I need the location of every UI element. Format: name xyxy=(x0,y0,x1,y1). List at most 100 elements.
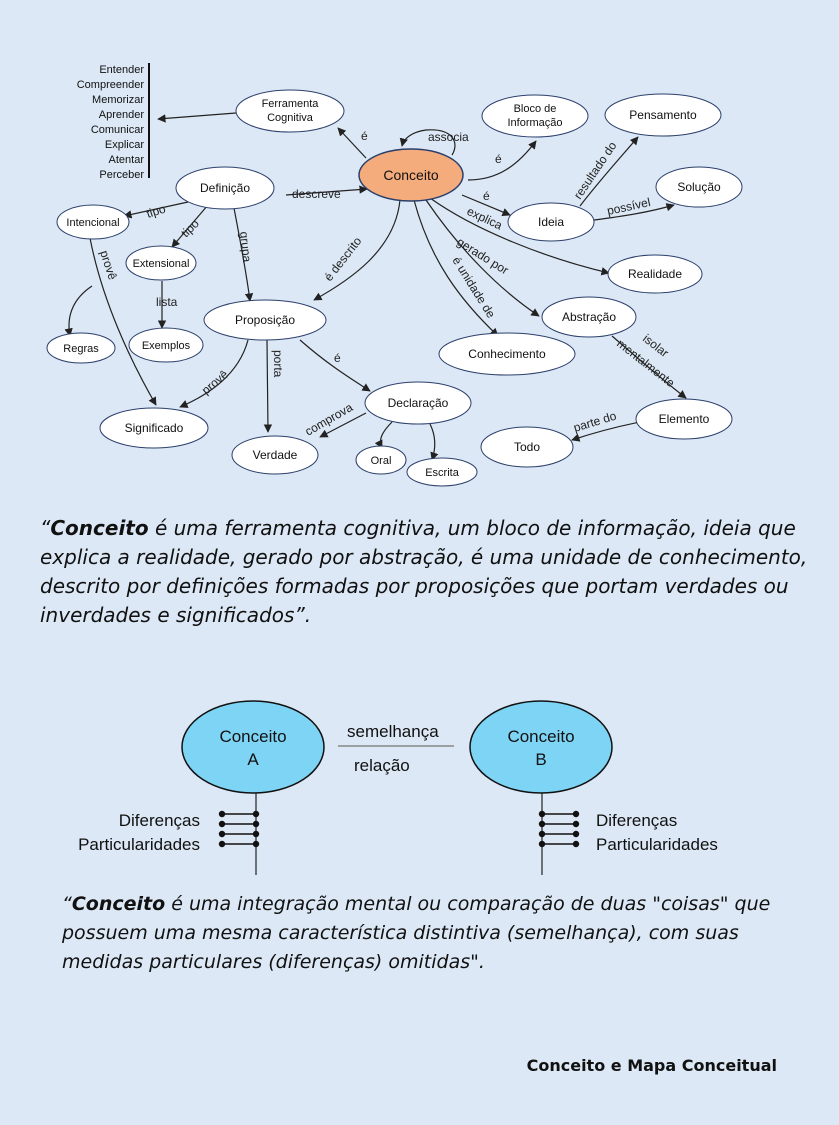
right-ticks xyxy=(542,813,576,845)
quote-open: “ xyxy=(40,516,51,540)
edge-label: é descrito xyxy=(321,234,364,284)
node-oral: Oral xyxy=(355,445,407,475)
svg-text:Definição: Definição xyxy=(200,181,250,195)
node-verdade: Verdade xyxy=(231,435,319,475)
node-solucao: Solução xyxy=(655,166,743,208)
svg-text:Abstração: Abstração xyxy=(562,310,616,324)
edge-ideia-pensamento xyxy=(579,136,639,207)
node-elemento: Elemento xyxy=(635,398,733,440)
node-significado: Significado xyxy=(99,407,209,449)
svg-text:Escrita: Escrita xyxy=(425,467,460,479)
node-ideia: Ideia xyxy=(507,202,595,242)
verb-item: Perceber xyxy=(99,169,144,181)
verbs-list: Entender Compreender Memorizar Aprender … xyxy=(77,63,150,181)
svg-text:Conceito: Conceito xyxy=(383,167,438,183)
svg-text:Intencional: Intencional xyxy=(66,217,119,229)
node-definicao: Definição xyxy=(175,166,275,210)
node-proposicao: Proposição xyxy=(203,299,327,341)
edge-conceito-ferramenta xyxy=(337,127,367,159)
edges xyxy=(64,112,687,461)
verb-item: Entender xyxy=(99,64,144,76)
edge-conceito-ideia xyxy=(461,194,511,216)
right-diff-2: Particularidades xyxy=(596,835,718,854)
svg-text:Significado: Significado xyxy=(125,421,184,435)
svg-text:Conceito: Conceito xyxy=(507,727,574,746)
edge-definicao-extensional xyxy=(171,204,209,248)
node-realidade: Realidade xyxy=(607,254,703,294)
svg-text:Ferramenta: Ferramenta xyxy=(262,98,320,110)
semelhanca-label: semelhança xyxy=(347,722,439,741)
quote-definition-1: “Conceito é uma ferramenta cognitiva, um… xyxy=(40,514,810,630)
svg-text:Conhecimento: Conhecimento xyxy=(468,347,546,361)
svg-text:Oral: Oral xyxy=(371,455,392,467)
quote-open: “ xyxy=(62,893,72,915)
edge-label: explica xyxy=(465,204,505,233)
verb-item: Compreender xyxy=(77,79,145,91)
node-conhecimento: Conhecimento xyxy=(438,332,576,376)
edge-conceito-proposicao xyxy=(313,199,401,301)
edge-conceito-bloco xyxy=(467,140,537,181)
node-regras: Regras xyxy=(46,332,116,364)
edge-label: parte do xyxy=(572,409,619,435)
edge-label: associa xyxy=(428,130,469,144)
edge-label: resultado do xyxy=(571,139,620,202)
node-exemplos: Exemplos xyxy=(128,327,204,363)
quote-text: é uma ferramenta cognitiva, um bloco de … xyxy=(40,516,808,627)
edge-elemento-todo xyxy=(571,421,641,442)
svg-text:Regras: Regras xyxy=(63,343,99,355)
svg-text:Proposição: Proposição xyxy=(235,313,295,327)
svg-text:Cognitiva: Cognitiva xyxy=(267,112,314,124)
svg-text:Todo: Todo xyxy=(514,440,540,454)
verb-item: Explicar xyxy=(105,139,144,151)
edge-label: provê xyxy=(97,249,120,282)
edge-conceito-realidade xyxy=(429,197,610,276)
quote-keyword: Conceito xyxy=(50,516,149,540)
node-declaracao: Declaração xyxy=(364,381,472,425)
svg-text:Declaração: Declaração xyxy=(388,396,449,410)
svg-text:Realidade: Realidade xyxy=(628,267,682,281)
verb-item: Comunicar xyxy=(91,124,145,136)
edge-associa-loop xyxy=(399,129,456,156)
left-diff-1: Diferenças xyxy=(119,811,200,830)
svg-text:Ideia: Ideia xyxy=(538,215,564,229)
svg-text:Informação: Informação xyxy=(507,117,562,129)
svg-text:Bloco de: Bloco de xyxy=(514,103,557,115)
edge-label: é xyxy=(361,129,368,143)
edge-proposicao-verdade xyxy=(263,339,273,433)
node-abstracao: Abstração xyxy=(541,296,637,338)
edge-ferramenta-verbs xyxy=(157,112,237,123)
node-intencional: Intencional xyxy=(56,204,130,240)
svg-text:Extensional: Extensional xyxy=(133,258,190,270)
edge-label: porta xyxy=(271,350,285,378)
svg-text:Pensamento: Pensamento xyxy=(629,108,697,122)
edge-declaracao-verdade xyxy=(319,412,367,438)
verb-item: Atentar xyxy=(109,154,145,166)
edge-intencional-regras xyxy=(64,285,93,337)
edge-declaracao-oral xyxy=(374,421,393,449)
node-escrita: Escrita xyxy=(406,457,478,487)
edge-intencional-significado xyxy=(89,237,157,406)
right-diff-1: Diferenças xyxy=(596,811,677,830)
node-extensional: Extensional xyxy=(125,245,197,281)
quote-definition-2: “Conceito é uma integração mental ou com… xyxy=(62,890,802,977)
concept-a-circle: Conceito A xyxy=(181,700,325,794)
edge-label: lista xyxy=(156,295,178,309)
comparison-diagram: Conceito A Conceito B semelhança relação… xyxy=(78,700,718,875)
relacao-label: relação xyxy=(354,756,410,775)
edge-label: é xyxy=(483,189,490,203)
edge-abstracao-elemento xyxy=(611,335,687,399)
svg-text:Elemento: Elemento xyxy=(659,412,710,426)
edge-label: grupa xyxy=(237,231,254,263)
edge-label: tipo xyxy=(145,201,168,220)
node-pensamento: Pensamento xyxy=(604,93,722,137)
edge-label: é xyxy=(495,152,502,166)
svg-text:Exemplos: Exemplos xyxy=(142,340,191,352)
svg-text:Verdade: Verdade xyxy=(253,448,298,462)
edge-conceito-conhecimento xyxy=(413,199,499,337)
edge-definicao-proposicao xyxy=(233,207,254,302)
edge-definicao-conceito xyxy=(285,185,368,196)
verb-item: Memorizar xyxy=(92,94,144,106)
edge-proposicao-significado xyxy=(179,339,249,408)
